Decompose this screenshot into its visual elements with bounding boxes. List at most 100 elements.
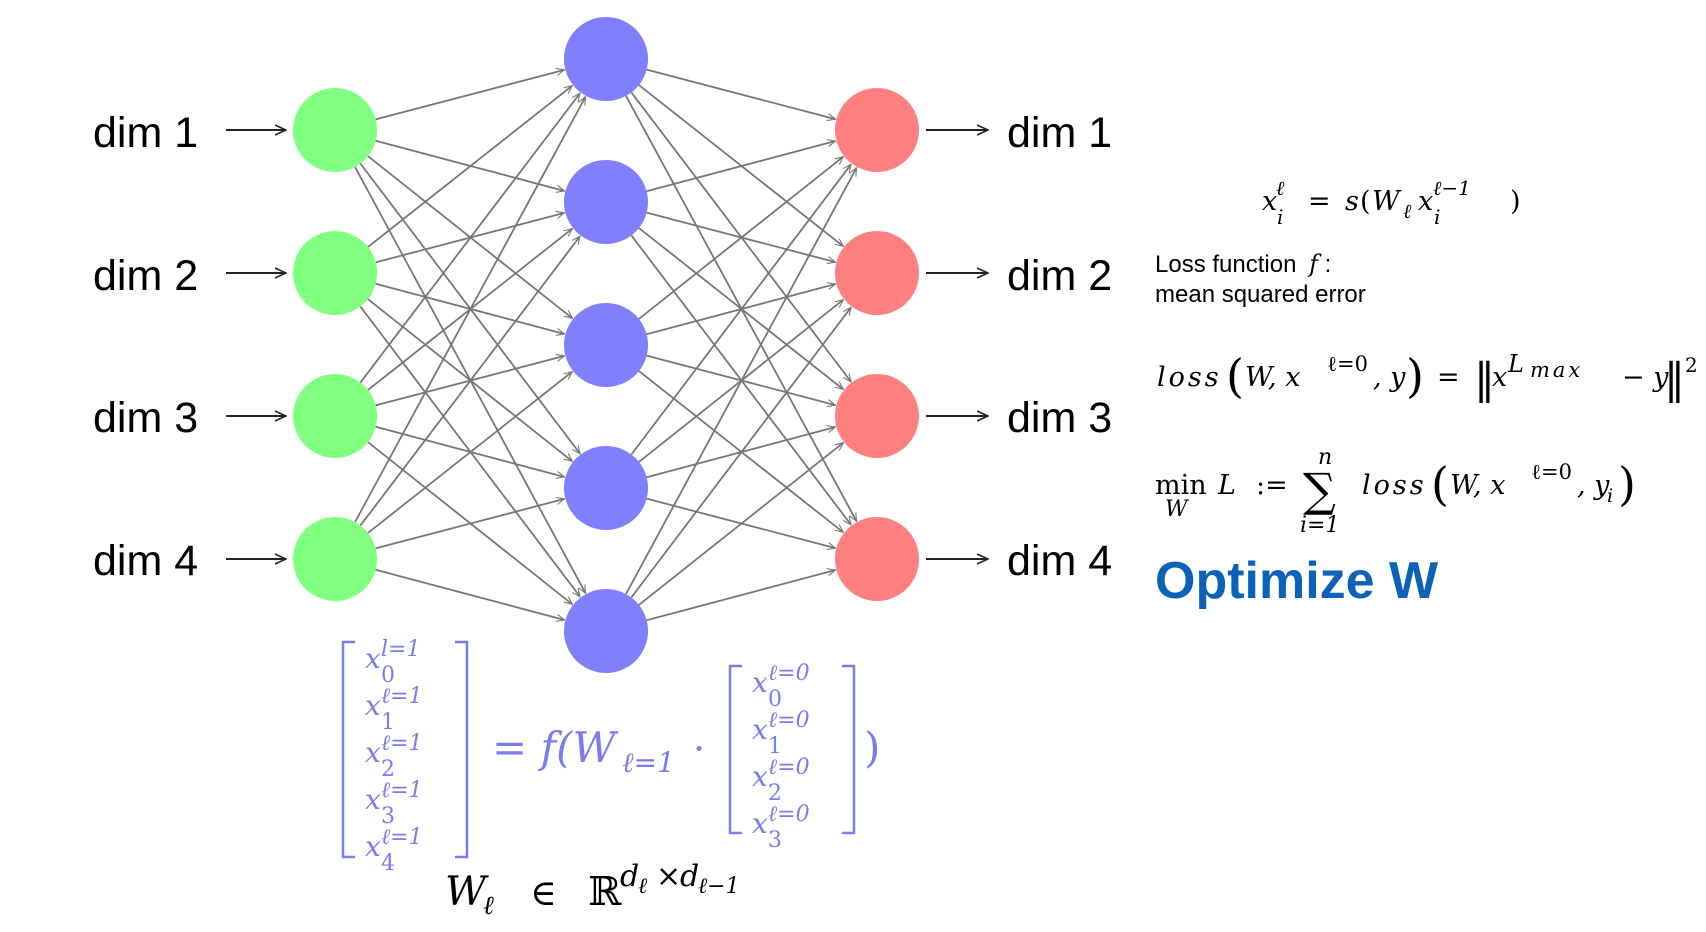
svg-text:s: s: [1345, 186, 1359, 217]
svg-text:, y: , y: [1373, 362, 1406, 393]
rhs-sup-3: ℓ=0: [768, 802, 810, 827]
loss-caption-f: f: [1307, 250, 1322, 278]
lhs-sup-4: ℓ=1: [381, 825, 423, 850]
rhs-sub-3: 3: [768, 828, 782, 853]
lhs-var-4: x: [365, 830, 381, 863]
rhs-var-2: x: [752, 760, 768, 793]
svg-text:ℓ−1: ℓ−1: [1433, 176, 1471, 200]
svg-text:‖: ‖: [1664, 354, 1685, 403]
input-node-3: [293, 374, 377, 458]
rhs-bracket-right: [842, 664, 856, 835]
edge-l0-3-to-4: [375, 568, 565, 620]
svg-text:(: (: [1360, 186, 1371, 217]
svg-text:W: W: [1165, 497, 1190, 522]
io-arrows: [226, 130, 988, 559]
lhs-sub-1: 1: [381, 710, 395, 735]
svg-text:ℓ: ℓ: [1403, 199, 1412, 223]
hidden-node-5: [564, 589, 648, 673]
rhs-sub-2: 2: [768, 781, 782, 806]
input-labels: dim 1 dim 2 dim 3 dim 4: [93, 109, 198, 585]
svg-text:L: L: [1507, 350, 1524, 378]
lhs-sub-3: 3: [381, 804, 395, 829]
loss-caption-text: Loss function: [1155, 251, 1296, 278]
svg-text:): ): [1618, 457, 1636, 511]
svg-text:ℓ: ℓ: [483, 891, 494, 921]
svg-text:x: x: [1262, 186, 1277, 217]
svg-text:n: n: [1318, 445, 1332, 470]
edge-l0-3-to-3: [375, 499, 565, 550]
svg-text:x: x: [1418, 186, 1433, 217]
hidden-node-3: [564, 303, 648, 387]
svg-text:i=1: i=1: [1300, 513, 1339, 538]
svg-text:ℝ: ℝ: [588, 869, 622, 915]
edge-l0-3-to-2: [367, 372, 572, 534]
svg-text:− y: − y: [1622, 362, 1669, 393]
svg-text:(: (: [1431, 457, 1449, 511]
svg-text::=: :=: [1256, 470, 1288, 501]
lhs-sup-0: l=1: [381, 637, 420, 662]
eq-close-paren: ): [864, 723, 880, 772]
rhs-var-3: x: [752, 807, 768, 840]
svg-text:L: L: [1217, 470, 1236, 501]
rhs-sup-2: ℓ=0: [768, 755, 810, 780]
svg-text:x: x: [1492, 362, 1507, 393]
svg-text:i: i: [1607, 485, 1613, 507]
edge-l1-4-to-2: [638, 443, 843, 606]
input-node-1: [293, 88, 377, 172]
svg-text:Loss function f :: Loss function f :: [1155, 250, 1331, 278]
activation-formula: x ℓ i = s ( W ℓ x ℓ−1 i ): [1262, 176, 1521, 229]
input-label-1: dim 1: [93, 109, 198, 157]
edge-l0-0-to-0: [375, 70, 565, 121]
loss-caption-colon: :: [1325, 251, 1332, 278]
output-label-1: dim 1: [1007, 109, 1112, 157]
svg-text:∑: ∑: [1303, 463, 1336, 517]
svg-text:∈: ∈: [530, 873, 557, 914]
hidden-node-2: [564, 160, 648, 244]
loss-caption: Loss function f : mean squared error: [1155, 250, 1366, 308]
output-node-2: [835, 231, 919, 315]
svg-text:W: W: [1372, 186, 1402, 217]
eq-W-sub: ℓ=1: [622, 746, 675, 779]
lhs-sub-0: 0: [381, 663, 395, 688]
svg-text:, y: , y: [1577, 470, 1610, 501]
input-label-3: dim 3: [93, 394, 198, 442]
svg-text:=: =: [1437, 362, 1460, 393]
input-node-4: [293, 517, 377, 601]
lhs-bracket-left: [341, 640, 355, 859]
svg-text:2: 2: [1685, 353, 1698, 377]
edge-l1-3-to-0: [630, 164, 851, 456]
svg-text:i: i: [1277, 205, 1283, 229]
svg-text:): ): [1510, 186, 1521, 217]
input-node-2: [293, 231, 377, 315]
svg-text:d: d: [620, 859, 639, 894]
eq-dot: ·: [693, 727, 705, 771]
rhs-sub-0: 0: [768, 687, 782, 712]
network-nodes: [293, 17, 919, 673]
svg-text:loss: loss: [1362, 470, 1427, 501]
svg-text:loss: loss: [1157, 362, 1222, 393]
svg-text:ℓ=0: ℓ=0: [1531, 460, 1572, 484]
svg-text:ℓ: ℓ: [1276, 176, 1285, 200]
svg-text:W: W: [445, 869, 489, 915]
rhs-sup-0: ℓ=0: [768, 661, 810, 686]
lhs-sup-3: ℓ=1: [381, 778, 423, 803]
eq-f-open: = f(W: [492, 723, 619, 772]
output-node-4: [835, 517, 919, 601]
lhs-sub-2: 2: [381, 757, 395, 782]
loss-caption-mse: mean squared error: [1155, 281, 1366, 308]
lhs-var-0: x: [365, 642, 381, 675]
edge-l0-1-to-0: [367, 86, 572, 248]
svg-text:ℓ−1: ℓ−1: [698, 874, 740, 899]
rhs-sub-1: 1: [768, 734, 782, 759]
edge-l1-2-to-0: [638, 157, 843, 320]
optimize-heading: Optimize W: [1155, 552, 1439, 610]
